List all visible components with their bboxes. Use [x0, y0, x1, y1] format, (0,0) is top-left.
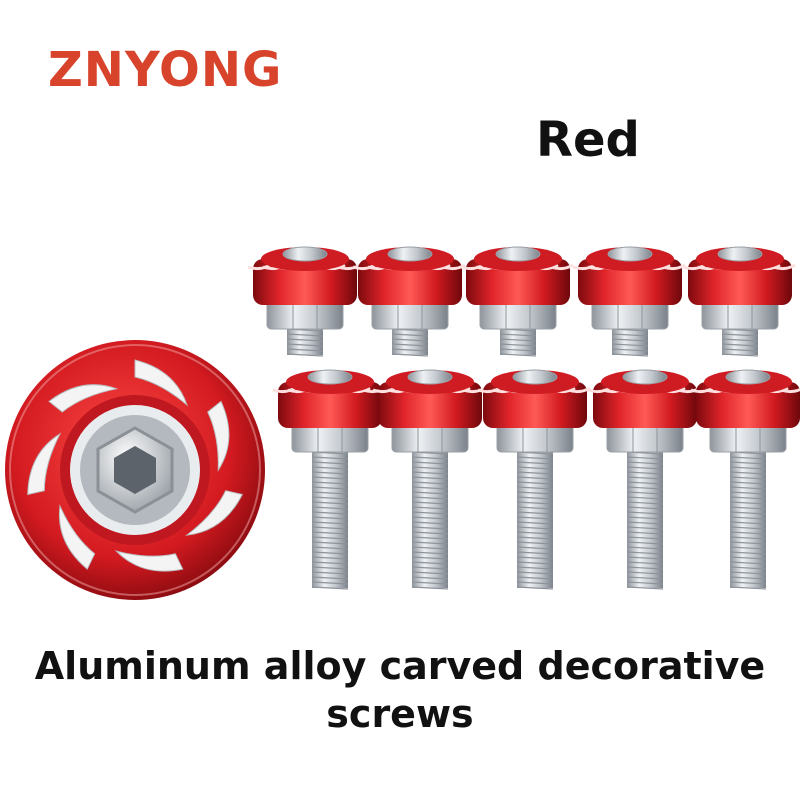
blade-engraving [58, 504, 96, 570]
blade-engraving [134, 359, 189, 407]
screw [477, 369, 591, 590]
product-photo [5, 246, 800, 600]
screw [247, 246, 361, 357]
screw [682, 246, 796, 357]
blade-engraving [48, 384, 119, 413]
caption-line-1: Aluminum alloy carved decorative [34, 644, 766, 688]
screw-grid [247, 246, 800, 590]
product-caption: Aluminum alloy carved decorative screws [0, 642, 800, 738]
screw [460, 246, 574, 357]
blade-engraving [114, 550, 184, 572]
screw [272, 369, 386, 590]
screw [352, 246, 466, 357]
blade-engraving [207, 400, 230, 472]
caption-line-2: screws [326, 692, 474, 736]
screw [572, 246, 686, 357]
screw [587, 369, 701, 590]
color-label: Red [536, 112, 640, 168]
screw [690, 369, 800, 590]
screw-head-closeup [5, 340, 265, 600]
brand-logo: ZNYONG [48, 42, 283, 98]
screw [372, 369, 486, 590]
blade-engraving [185, 490, 243, 536]
blade-engraving [27, 432, 62, 496]
